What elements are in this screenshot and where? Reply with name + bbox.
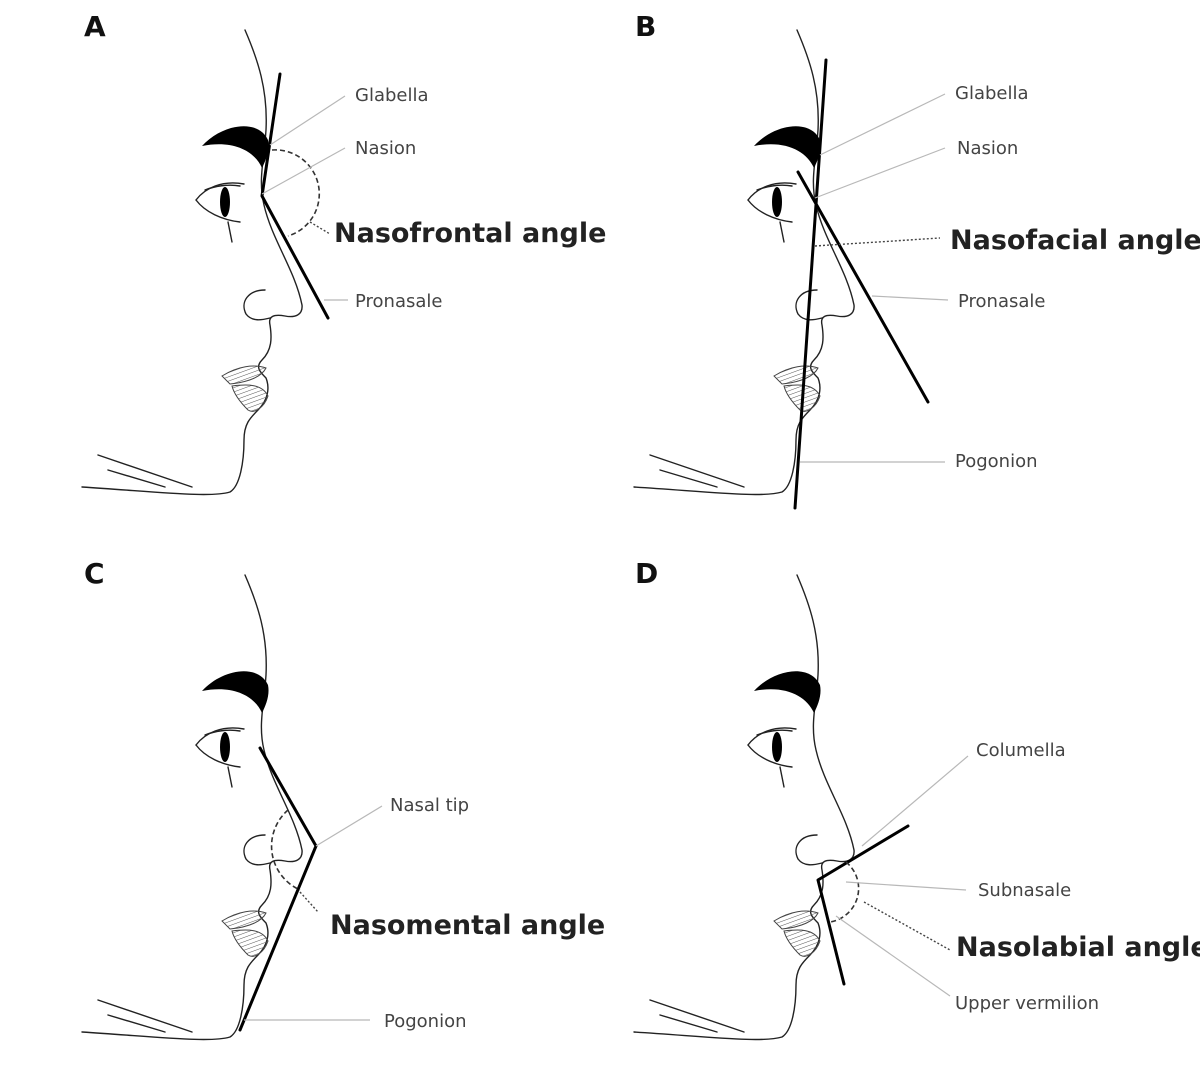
face-profile-b bbox=[633, 29, 855, 496]
panel-letter-d: D bbox=[635, 557, 658, 590]
panel-letter-a: A bbox=[84, 10, 106, 43]
upper-vermilion-label: Upper vermilion bbox=[955, 993, 1099, 1014]
face-profile-a bbox=[81, 29, 303, 496]
pronasale-label-a: Pronasale bbox=[355, 291, 442, 312]
panel-letter-c: C bbox=[84, 557, 105, 590]
panel-letter-b: B bbox=[635, 10, 656, 43]
nasolabial-angle-label: Nasolabial angle bbox=[956, 932, 1200, 963]
columella-label: Columella bbox=[976, 740, 1066, 761]
nasal-dorsum-line bbox=[796, 170, 930, 404]
pronasale-leader-b bbox=[871, 295, 949, 301]
angle-leader-b bbox=[814, 237, 941, 247]
face-profile-d bbox=[633, 574, 855, 1041]
nasofrontal-arc bbox=[271, 149, 321, 237]
glabella-label-a: Glabella bbox=[355, 85, 429, 106]
pogonion-label-c: Pogonion bbox=[384, 1011, 467, 1032]
nasofacial-angle-label: Nasofacial angle bbox=[950, 225, 1200, 256]
facial-plane-line bbox=[793, 58, 828, 510]
nasofrontal-lines bbox=[260, 72, 330, 320]
pronasale-label-b: Pronasale bbox=[958, 291, 1045, 312]
angle-leader-a bbox=[309, 221, 331, 235]
columella-leader bbox=[861, 755, 969, 847]
nasion-leader-b bbox=[814, 147, 946, 199]
glabella-label-b: Glabella bbox=[955, 83, 1029, 104]
panel-c: C Nasal tip Pogonion Nasomental angle bbox=[81, 557, 605, 1041]
nasal-tip-label: Nasal tip bbox=[390, 795, 469, 816]
nasolabial-lines bbox=[816, 824, 910, 986]
nasomental-angle-label: Nasomental angle bbox=[330, 910, 605, 941]
nasion-leader-a bbox=[261, 147, 346, 195]
nasal-tip-leader bbox=[315, 805, 383, 847]
nasofrontal-angle-label: Nasofrontal angle bbox=[334, 218, 606, 249]
pogonion-label-b: Pogonion bbox=[955, 451, 1038, 472]
nasomental-lines bbox=[238, 746, 318, 1032]
nasion-label-a: Nasion bbox=[355, 138, 416, 159]
nasion-label-b: Nasion bbox=[957, 138, 1018, 159]
panel-b: B Glabella Nasion Pronasale Pogonion Nas… bbox=[633, 10, 1200, 510]
face-profile-c bbox=[81, 574, 303, 1041]
angle-leader-c bbox=[299, 891, 319, 913]
glabella-leader-b bbox=[819, 93, 946, 156]
panel-a: A Glabella Nasion Pronasale Nasofrontal … bbox=[81, 10, 606, 496]
upper-vermilion-leader bbox=[835, 915, 951, 997]
nasomental-arc bbox=[270, 809, 301, 891]
angle-leader-d bbox=[863, 901, 951, 951]
subnasale-label: Subnasale bbox=[978, 880, 1071, 901]
panel-d: D Columella Subnasale Upper vermilion Na… bbox=[633, 557, 1200, 1041]
glabella-leader-a bbox=[269, 95, 346, 146]
subnasale-leader bbox=[845, 881, 967, 891]
